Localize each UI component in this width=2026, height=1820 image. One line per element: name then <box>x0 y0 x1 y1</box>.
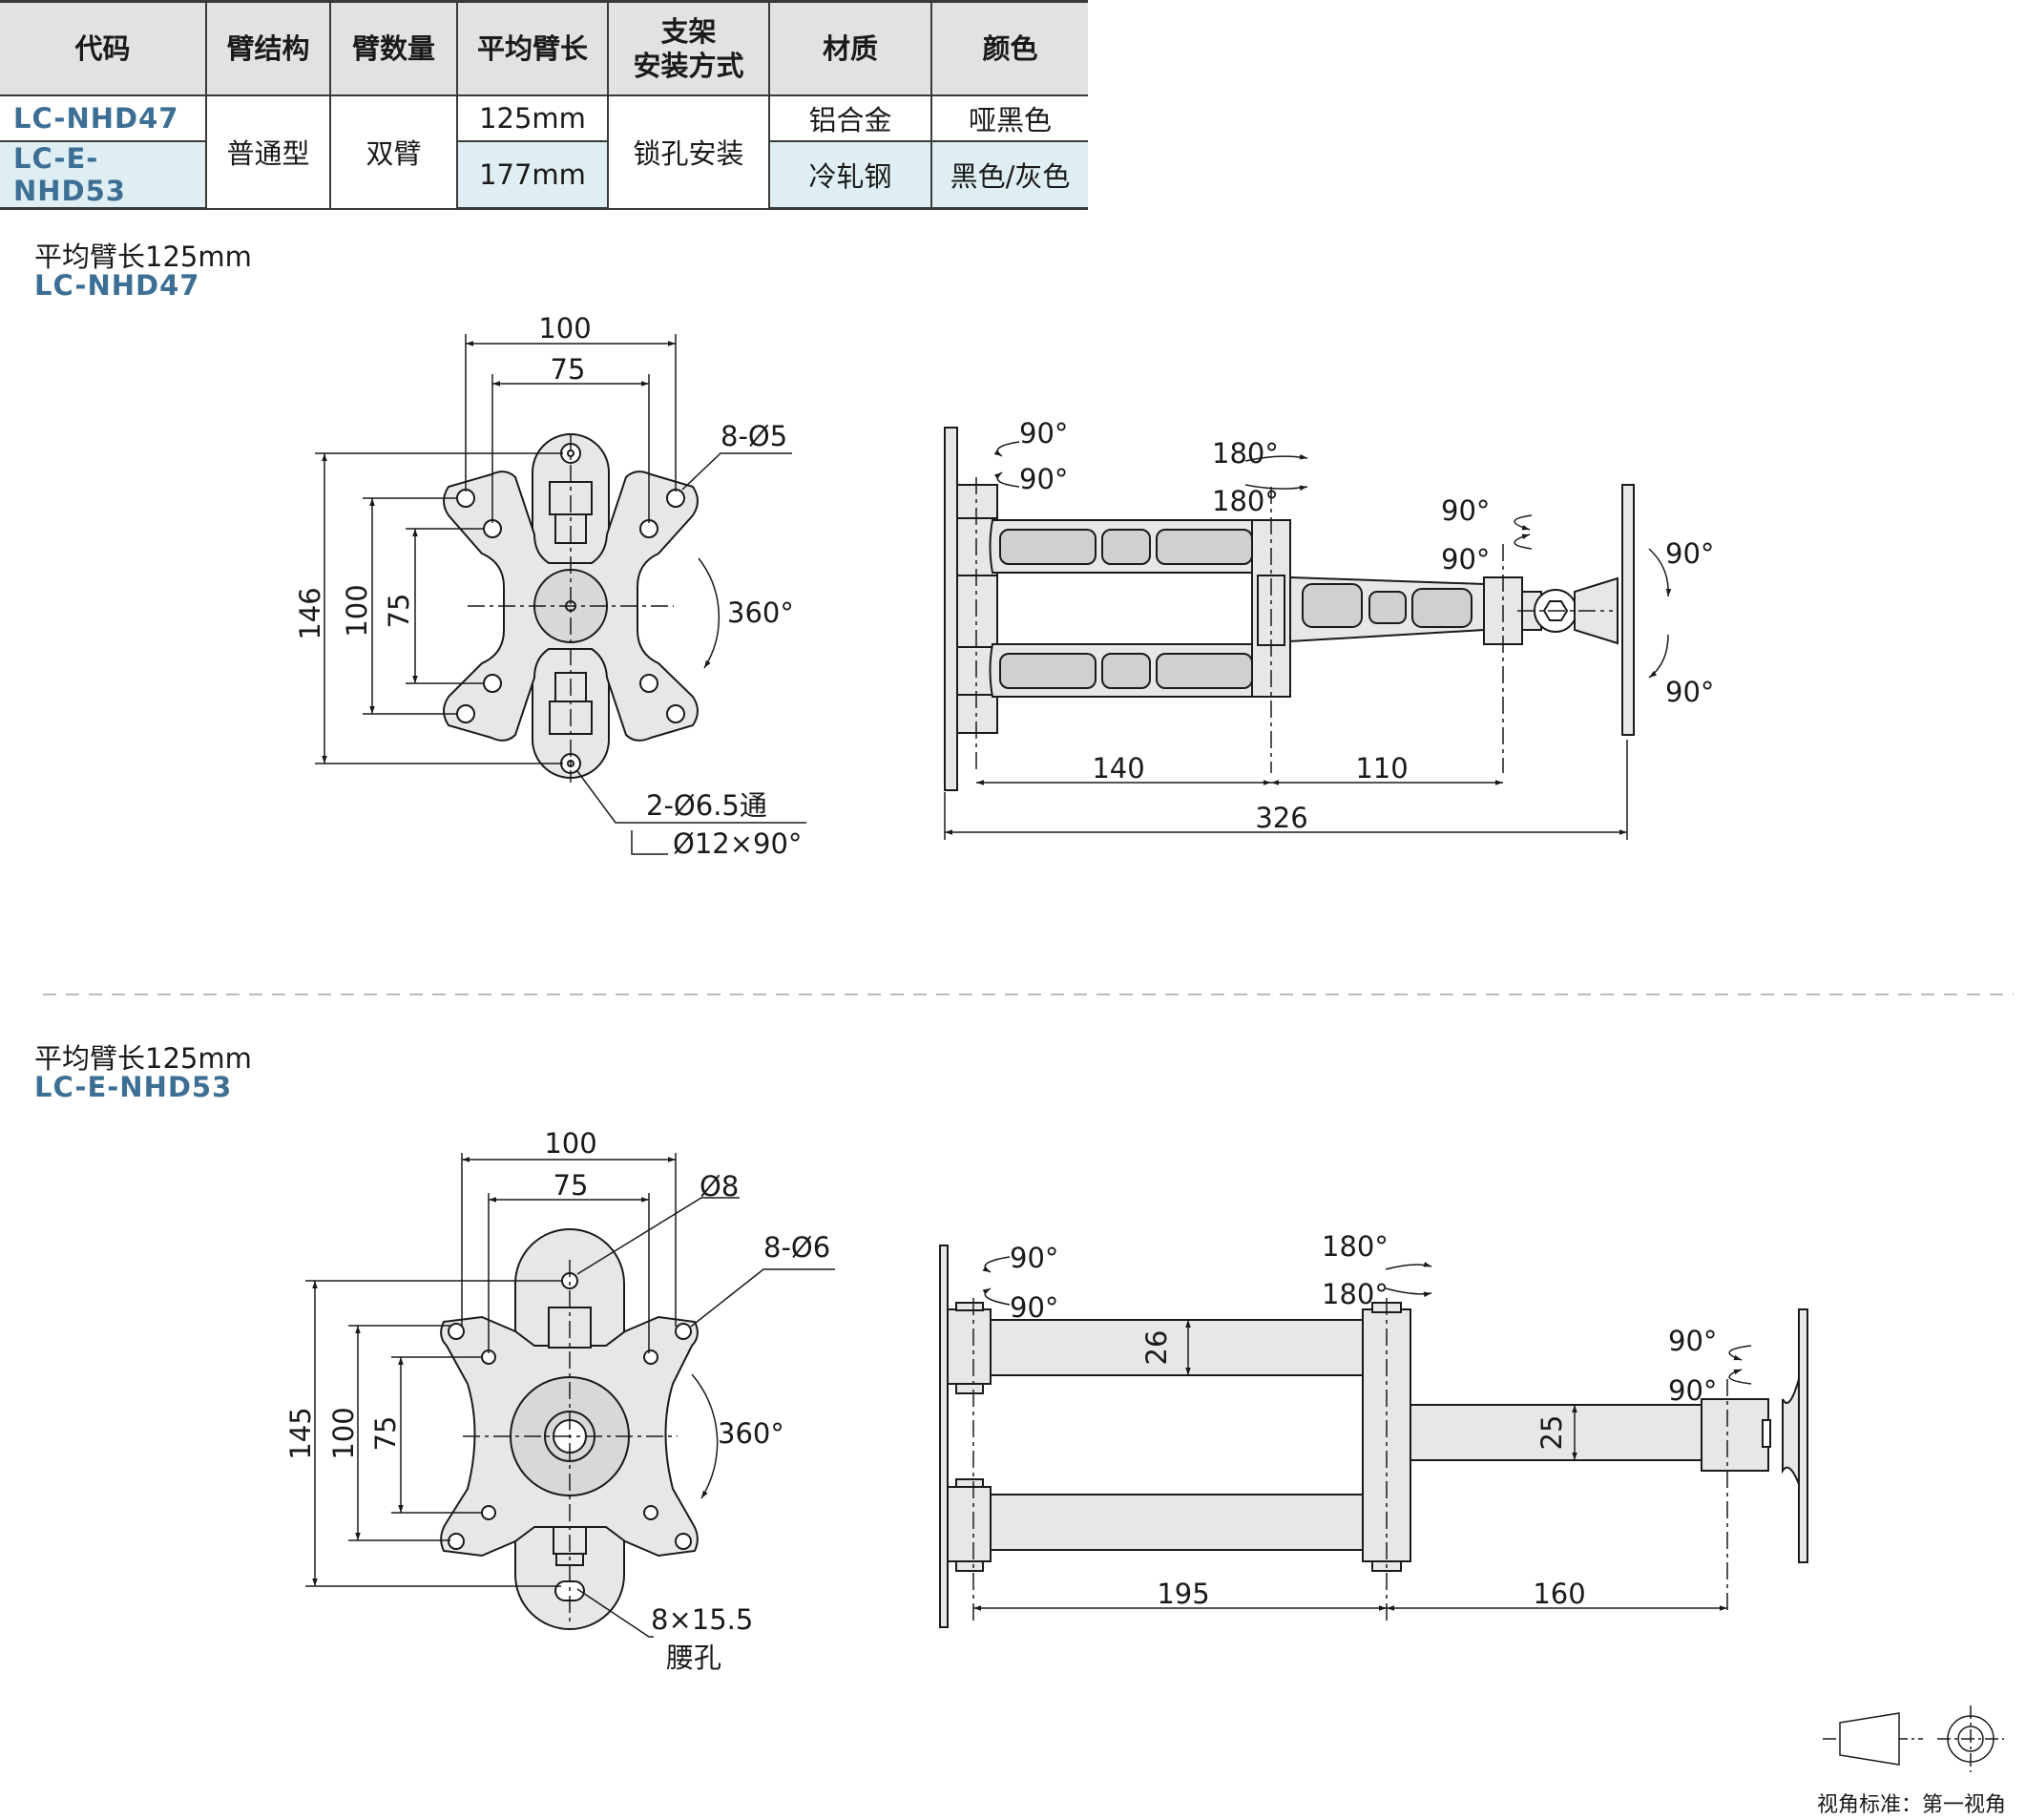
s2-mid-rot-b: 180° <box>1322 1278 1389 1310</box>
s2-dim-width-outer: 100 <box>544 1127 596 1160</box>
s1-rotation: 360° <box>727 596 794 629</box>
table-header-row: 代码 臂结构 臂数量 平均臂长 支架 安装方式 材质 颜色 <box>0 0 1088 96</box>
s1-front-view <box>315 334 806 855</box>
s2-wall-rot-a: 90° <box>1010 1242 1058 1274</box>
s2-dim-height-outer: 100 <box>327 1407 360 1459</box>
s2-dim-height-total: 145 <box>284 1407 317 1459</box>
s2-dim-height-inner: 75 <box>369 1416 402 1452</box>
s1-arm1-length: 140 <box>1092 752 1144 784</box>
s2-arm1-length: 195 <box>1157 1578 1209 1610</box>
s2-front-labels: 100 75 Ø8 8-Ø6 145 100 75 360° 8×15.5 腰孔 <box>284 1127 830 1674</box>
header-mount: 支架 安装方式 <box>607 0 770 96</box>
header-structure: 臂结构 <box>205 0 331 96</box>
s2-arm2-length: 160 <box>1533 1578 1585 1610</box>
s2-rotation: 360° <box>718 1417 784 1450</box>
s2-head-rot-a: 90° <box>1668 1325 1717 1357</box>
spec-table: 代码 臂结构 臂数量 平均臂长 支架 安装方式 材质 颜色 LC-NHD47 普… <box>0 0 1088 210</box>
s1-tilt-up: 90° <box>1665 537 1714 570</box>
section1-code: LC-NHD47 <box>34 269 200 302</box>
header-code: 代码 <box>0 0 207 96</box>
s2-center-hole: Ø8 <box>700 1170 739 1203</box>
s2-side-labels: 90° 90° 180° 180° 90° 90° 26 25 195 160 <box>1010 1230 1717 1610</box>
table-row: LC-E-NHD53 177mm 冷轧钢 黑色/灰色 <box>0 140 1088 210</box>
cell-mount: 锁孔安装 <box>607 94 770 210</box>
cell-material: 冷轧钢 <box>768 140 932 210</box>
s1-total-length: 326 <box>1255 802 1307 834</box>
s1-hole-spec: 8-Ø5 <box>721 420 787 452</box>
cell-material: 铝合金 <box>768 94 932 142</box>
s1-head-rot-a: 90° <box>1441 494 1490 527</box>
s1-wall-rot-b: 90° <box>1019 463 1068 495</box>
s1-side-view <box>944 427 1672 840</box>
s2-arm1-thickness: 26 <box>1140 1330 1173 1366</box>
section2-code: LC-E-NHD53 <box>34 1071 233 1103</box>
section2-title: 平均臂长125mm <box>34 1042 252 1075</box>
cell-arm-count: 双臂 <box>329 94 458 210</box>
s1-dim-height-total: 146 <box>294 587 326 639</box>
s1-tilt-down: 90° <box>1665 676 1714 708</box>
s1-wall-rot-a: 90° <box>1019 417 1068 450</box>
s2-wall-rot-b: 90° <box>1010 1291 1058 1324</box>
s2-dim-width-inner: 75 <box>553 1169 589 1202</box>
s1-mid-rot-a: 180° <box>1212 437 1279 470</box>
s1-front-labels: 100 75 8-Ø5 146 100 75 360° 2-Ø6.5通 Ø12×… <box>294 312 802 860</box>
s1-mid-rot-b: 180° <box>1212 485 1279 517</box>
s2-hole-spec: 8-Ø6 <box>763 1231 830 1264</box>
s2-side-view <box>939 1245 1808 1628</box>
view-standard-label: 视角标准：第一视角 <box>1817 1793 2007 1817</box>
s1-arm2-length: 110 <box>1355 752 1408 784</box>
s1-dim-height-inner: 75 <box>383 594 415 629</box>
s1-head-rot-b: 90° <box>1441 543 1490 575</box>
header-color: 颜色 <box>930 0 1088 96</box>
s2-slot-name: 腰孔 <box>666 1642 721 1674</box>
cell-code: LC-E-NHD53 <box>0 140 207 210</box>
s2-front-view <box>305 1153 835 1638</box>
cell-color: 黑色/灰色 <box>930 140 1088 210</box>
s1-counterbore: Ø12×90° <box>673 827 802 860</box>
s2-slot: 8×15.5 <box>651 1603 753 1636</box>
cell-code: LC-NHD47 <box>0 94 207 142</box>
table-row: LC-NHD47 普通型 双臂 125mm 锁孔安装 铝合金 哑黑色 <box>0 94 1088 210</box>
s1-dim-width-inner: 75 <box>551 353 586 386</box>
cell-color: 哑黑色 <box>930 94 1088 142</box>
s1-bottom-hole: 2-Ø6.5通 <box>646 789 767 822</box>
s2-arm2-thickness: 25 <box>1535 1415 1568 1451</box>
section1-title: 平均臂长125mm <box>34 241 252 273</box>
header-arm-count: 臂数量 <box>329 0 458 96</box>
cell-structure: 普通型 <box>205 94 331 210</box>
s1-dim-height-outer: 100 <box>341 584 373 637</box>
header-material: 材质 <box>768 0 932 96</box>
s1-dim-width-outer: 100 <box>538 312 591 345</box>
header-avg-length: 平均臂长 <box>456 0 609 96</box>
first-angle-symbol <box>1823 1705 2004 1772</box>
cell-avg-length: 177mm <box>456 140 609 210</box>
s1-side-labels: 90° 90° 180° 180° 90° 90° 90° 90° 140 11… <box>1019 417 1714 834</box>
s2-head-rot-b: 90° <box>1668 1374 1717 1407</box>
cell-avg-length: 125mm <box>456 94 609 142</box>
s2-mid-rot-a: 180° <box>1322 1230 1389 1263</box>
